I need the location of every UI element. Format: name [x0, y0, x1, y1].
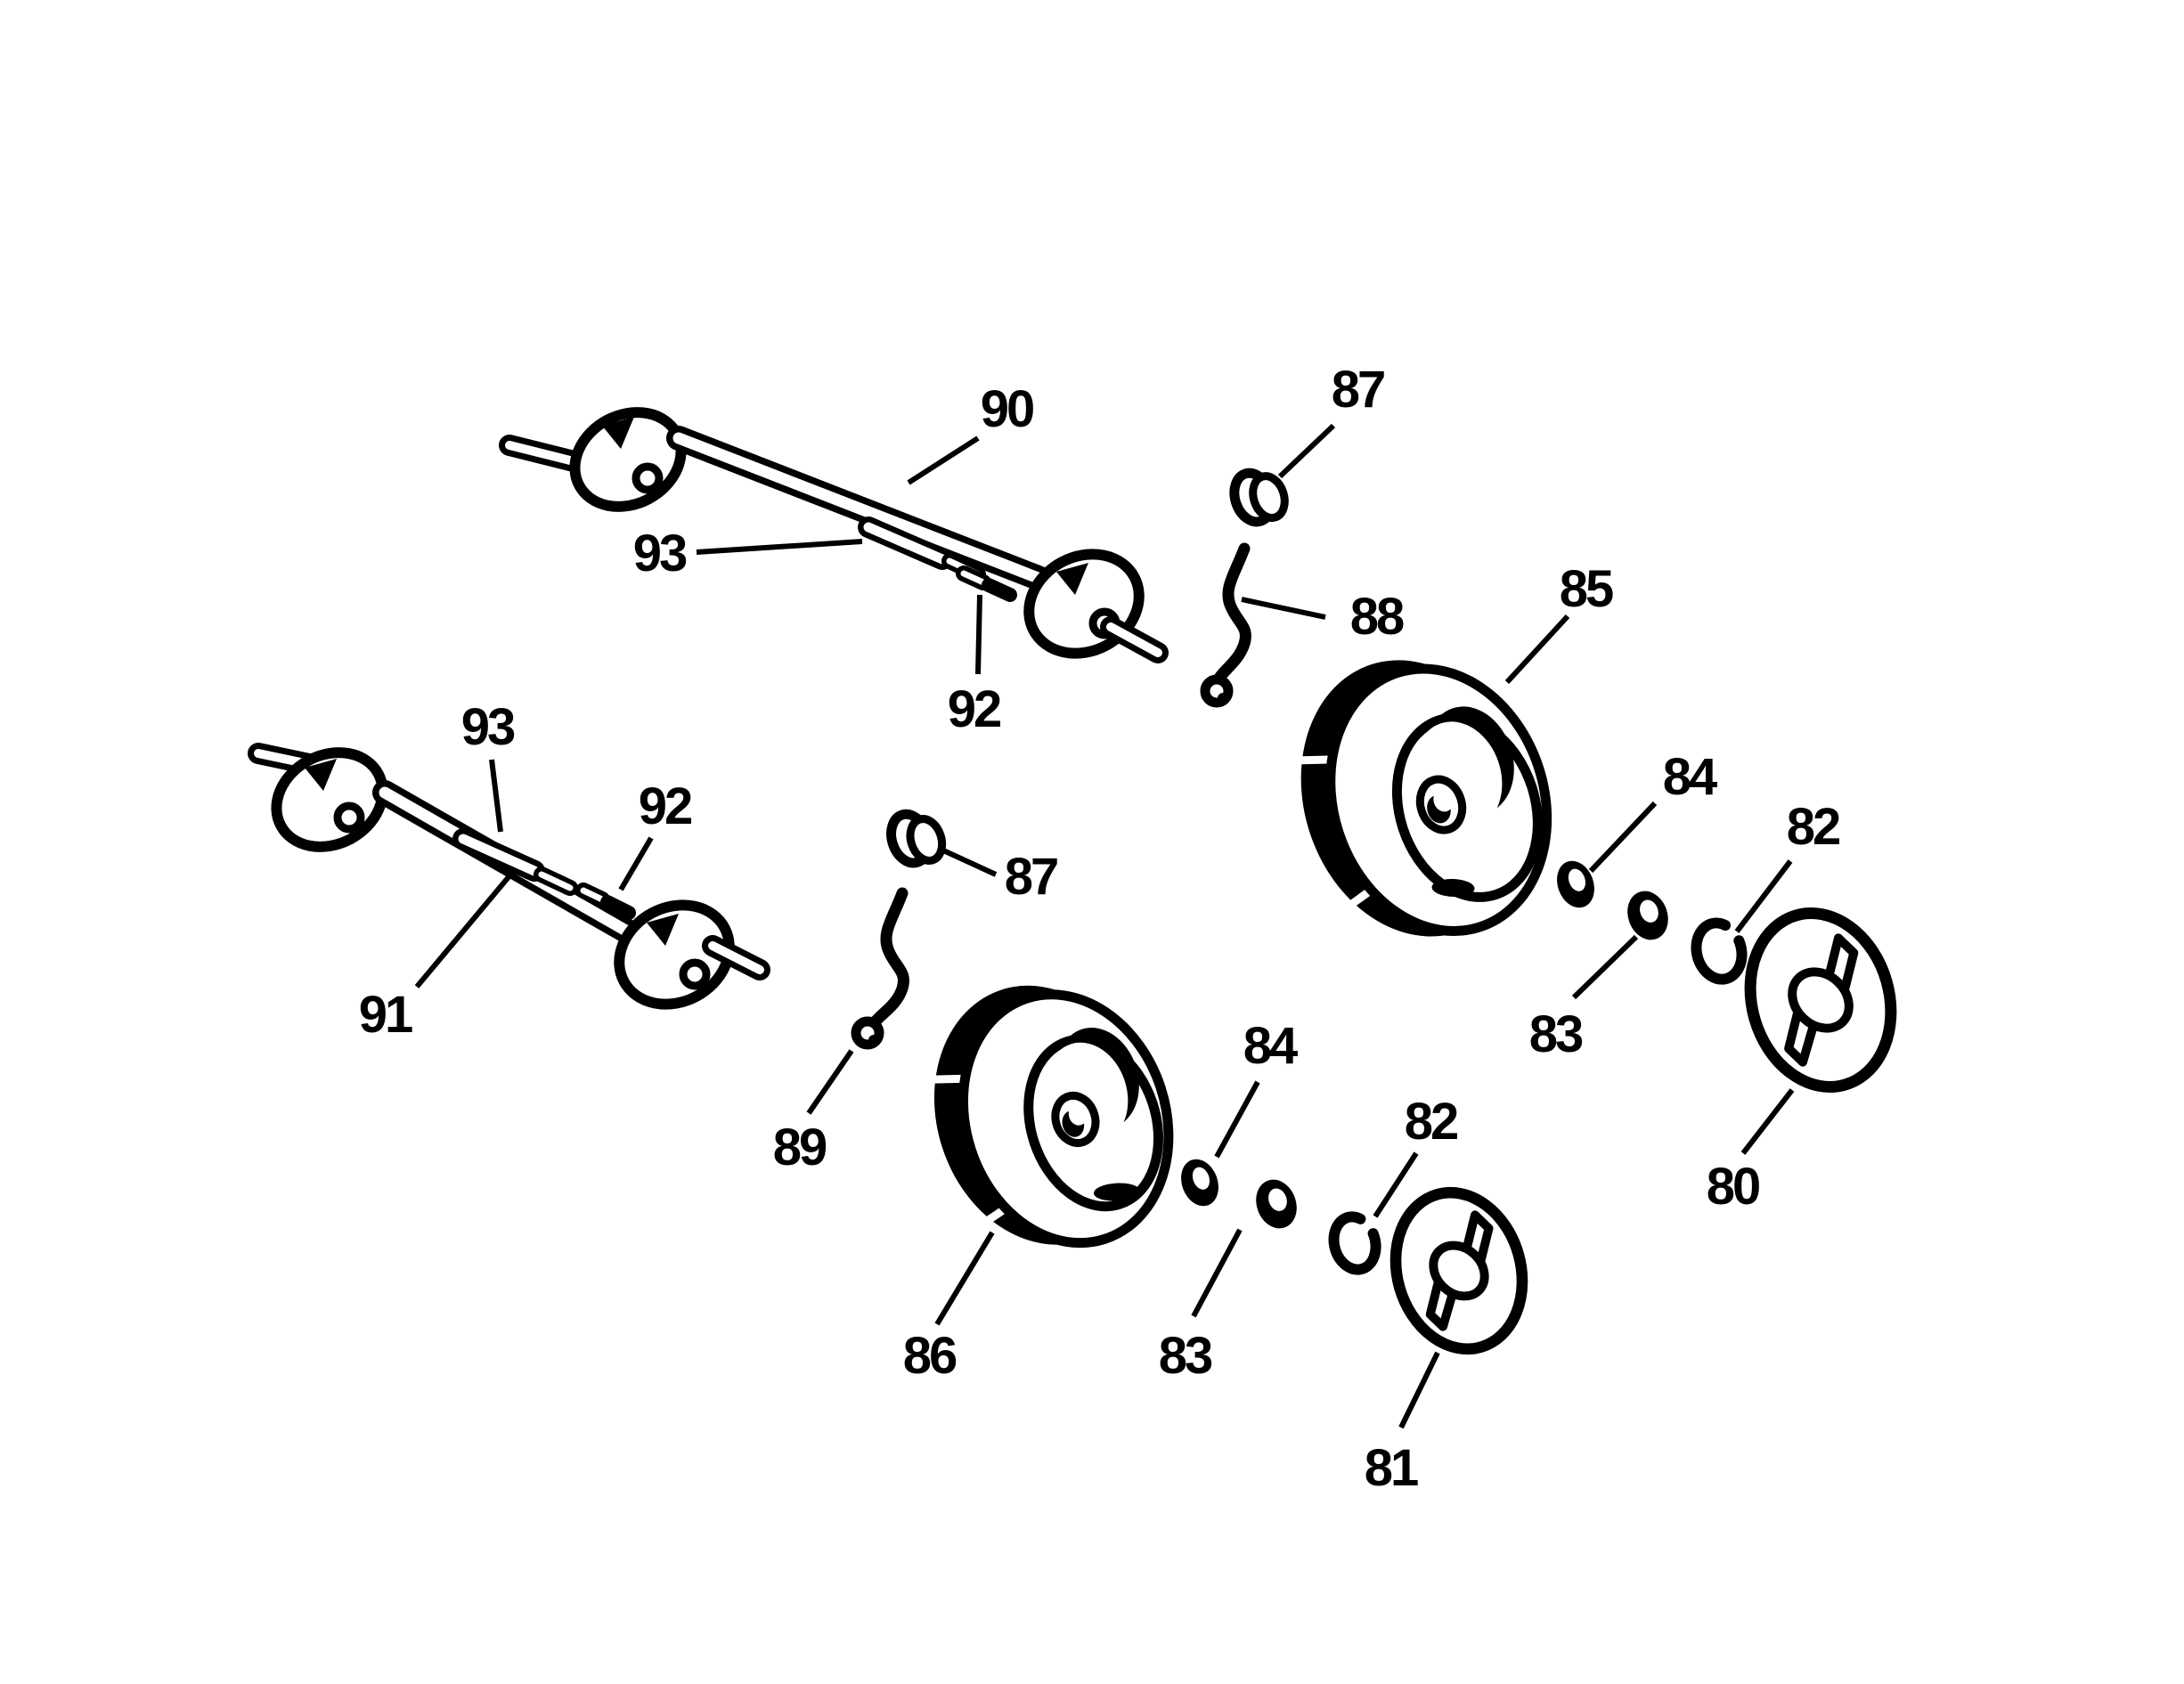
- part-label-hub-cap-81: 81: [1364, 1439, 1419, 1497]
- part-label-pin-92-lower: 92: [638, 777, 693, 835]
- cap-87-upper-drawing: [1229, 468, 1289, 527]
- leader-line-nut-83-lower: [1191, 1228, 1243, 1318]
- adjuster-lever-88-drawing: [1200, 542, 1251, 708]
- part-label-nut-83-upper: 83: [1528, 1005, 1584, 1063]
- nut-83-upper-drawing: [1627, 891, 1668, 940]
- part-label-cap-87-lower: 87: [1004, 848, 1059, 906]
- part-label-axle-assembly-91: 91: [358, 986, 413, 1044]
- leader-line-key-93-lower: [489, 759, 503, 833]
- leader-line-hub-cap-80: [1740, 1088, 1795, 1155]
- part-label-key-93-upper: 93: [632, 525, 688, 582]
- part-label-e-ring-82-lower: 82: [1404, 1093, 1459, 1151]
- part-label-adjuster-lever-89: 89: [772, 1119, 827, 1176]
- nut-83-lower-drawing: [1256, 1179, 1297, 1229]
- part-label-washer-84-upper: 84: [1662, 748, 1717, 806]
- leader-line-axle-assembly-91: [414, 871, 515, 988]
- washer-84-upper-drawing: [1557, 860, 1594, 908]
- wheel-85-drawing: [1292, 660, 1552, 937]
- leader-line-pin-92-lower: [618, 836, 654, 891]
- hub-cap-81-drawing: [1389, 1186, 1528, 1355]
- axle-assembly-90-drawing: [499, 407, 1169, 663]
- cap-87-lower-drawing: [886, 809, 947, 868]
- key-93-lower-drawing: [452, 828, 578, 896]
- part-label-key-93-lower: 93: [460, 698, 516, 756]
- part-label-e-ring-82-upper: 82: [1786, 798, 1841, 856]
- pin-92-upper-drawing: [956, 565, 1017, 602]
- leader-line-pin-92-upper: [975, 594, 982, 675]
- leader-line-key-93-upper: [696, 539, 863, 555]
- leader-line-hub-cap-81: [1398, 1351, 1440, 1429]
- part-label-axle-assembly-90: 90: [980, 380, 1035, 438]
- pin-92-lower-drawing: [575, 883, 636, 920]
- part-label-wheel-85: 85: [1559, 560, 1614, 618]
- part-label-hub-cap-80: 80: [1706, 1158, 1761, 1216]
- e-ring-82-upper-drawing: [1691, 917, 1748, 985]
- leader-line-wheel-86: [934, 1231, 995, 1326]
- leader-line-washer-84-upper: [1588, 801, 1658, 874]
- part-label-wheel-86: 86: [902, 1327, 958, 1385]
- part-label-washer-84-lower: 84: [1243, 1017, 1298, 1075]
- leader-line-axle-assembly-90: [907, 435, 980, 485]
- leader-line-adjuster-lever-88: [1241, 597, 1326, 620]
- leader-lines-layer: [414, 423, 1795, 1429]
- hub-cap-80-drawing: [1744, 907, 1897, 1094]
- leader-line-e-ring-82-upper: [1734, 859, 1793, 933]
- leader-line-cap-87-lower: [940, 847, 998, 877]
- leader-line-cap-87-upper: [1277, 423, 1336, 479]
- part-label-pin-92-upper: 92: [947, 680, 1002, 738]
- part-label-cap-87-upper: 87: [1331, 361, 1386, 419]
- adjuster-lever-89-drawing: [851, 887, 909, 1050]
- leader-line-nut-83-upper: [1571, 934, 1639, 1000]
- part-label-nut-83-lower: 83: [1158, 1327, 1213, 1385]
- washer-84-lower-drawing: [1181, 1159, 1218, 1207]
- wheel-86-drawing: [933, 985, 1174, 1249]
- leader-line-washer-84-lower: [1214, 1080, 1260, 1159]
- leader-line-adjuster-lever-89: [806, 1049, 854, 1115]
- leader-line-e-ring-82-lower: [1373, 1151, 1419, 1218]
- leader-line-wheel-85: [1504, 614, 1570, 685]
- part-label-adjuster-lever-88: 88: [1349, 588, 1405, 646]
- e-ring-82-lower-drawing: [1328, 1211, 1381, 1275]
